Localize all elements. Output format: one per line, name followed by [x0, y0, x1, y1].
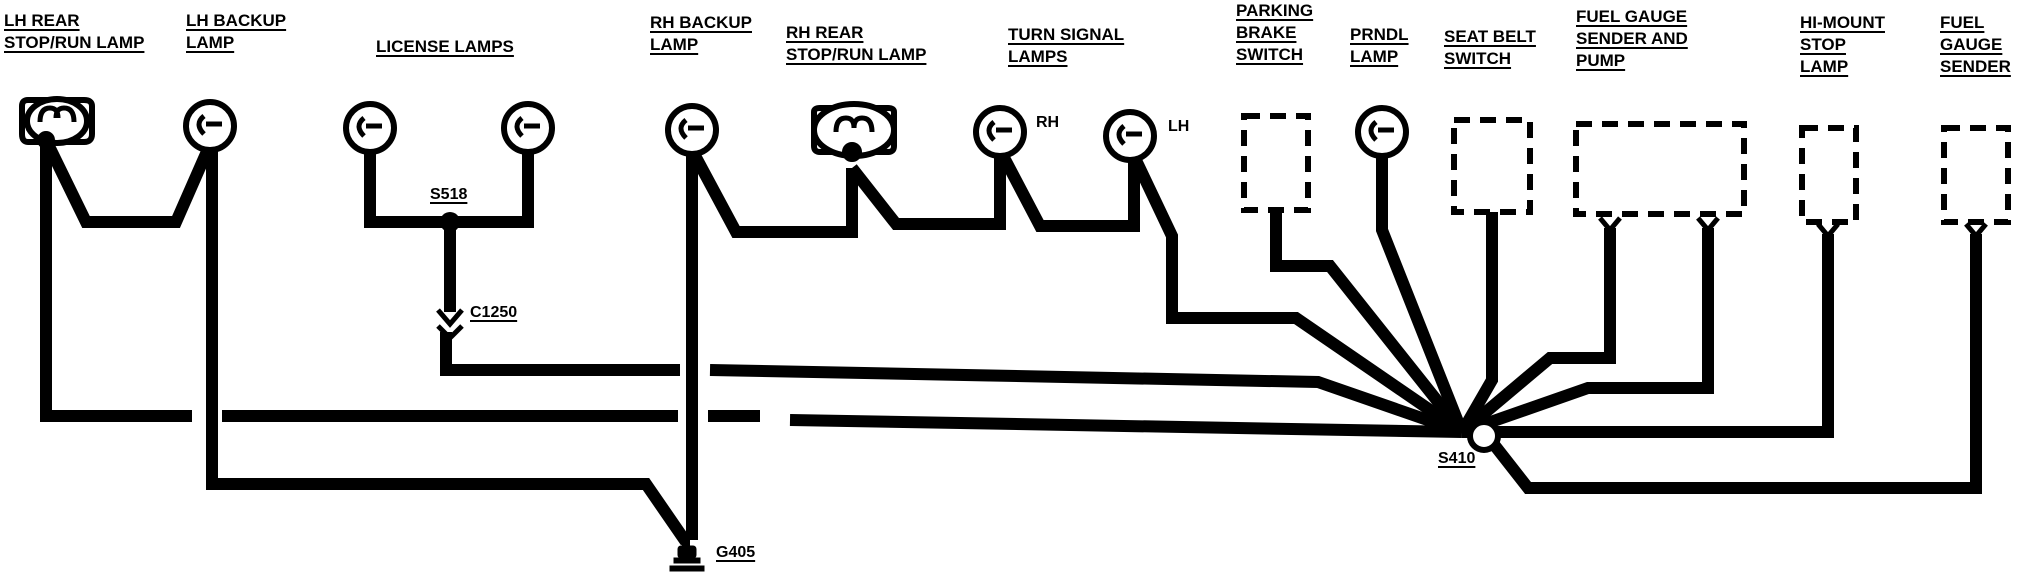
label-line: HI-MOUNT: [1800, 13, 1885, 32]
label-line: LH BACKUP: [186, 11, 287, 30]
lamp-rh-backup: [665, 103, 719, 157]
lamp-turn-signal-lh: [1103, 109, 1157, 163]
lamp-license-right: [501, 101, 555, 155]
label-turn-signal-lamps: TURN SIGNAL LAMPS: [1008, 24, 1124, 68]
splice-s410: [1467, 419, 1501, 453]
ground-g405: [669, 538, 705, 572]
wire-fuel-pump-b-to-s410: [1460, 228, 1714, 438]
wire-lh-backup-ground: [206, 140, 691, 546]
wire-license-lamp-left: [364, 150, 450, 228]
wire-ground-bus-seg4: [789, 414, 1463, 438]
label-line: SEAT BELT: [1444, 27, 1536, 46]
wire-fuel-sender-to-s410: [1487, 234, 1982, 494]
label-parking-brake-switch: PARKING BRAKE SWITCH: [1236, 0, 1313, 66]
wire-rh-backup-to-rh-rear: [686, 147, 858, 238]
label-line: FUEL GAUGE: [1576, 7, 1688, 26]
label-line: STOP: [1800, 35, 1846, 54]
label-line: SENDER: [1940, 57, 2011, 76]
label-line: SWITCH: [1236, 45, 1304, 64]
label-line: LAMP: [1800, 57, 1849, 76]
wire-parking-brake-to-s410: [1270, 212, 1467, 436]
box-fuel-gauge-sender-and-pump: [1573, 121, 1747, 217]
label-line: TURN SIGNAL: [1008, 25, 1125, 44]
label-lh-backup-lamp: LH BACKUP LAMP: [186, 10, 286, 54]
wire-fuel-pump-a-to-s410: [1458, 228, 1616, 437]
label-line: STOP/RUN LAMP: [786, 45, 927, 64]
label-line: RH REAR: [786, 23, 864, 42]
pin-fuel-pump-a: [1598, 216, 1622, 234]
lamp-lh-backup: [183, 99, 237, 153]
label-rh-backup-lamp: RH BACKUP LAMP: [650, 12, 752, 56]
label-fuel-gauge-sender-and-pump: FUEL GAUGE SENDER AND PUMP: [1576, 6, 1688, 72]
wire-lh-rear-to-lh-backup: [40, 137, 218, 228]
box-seat-belt-switch: [1451, 117, 1533, 215]
label-line: FUEL: [1940, 13, 1985, 32]
label-line: LAMP: [650, 35, 699, 54]
label-line: SWITCH: [1444, 49, 1512, 68]
label-line: BRAKE: [1236, 23, 1297, 42]
label-line: PUMP: [1576, 51, 1626, 70]
label-turn-lh: LH: [1168, 118, 1190, 135]
wire-hi-mount-to-s410: [1462, 234, 1834, 438]
wire-turn-rh-to-turn-lh: [994, 147, 1140, 232]
label-line: LICENSE LAMPS: [376, 37, 514, 56]
label-line: LH REAR: [4, 11, 80, 30]
label-ground-g405: G405: [716, 544, 756, 561]
wire-c1250-to-s410: [440, 332, 680, 376]
label-hi-mount-stop-lamp: HI-MOUNT STOP LAMP: [1800, 12, 1885, 78]
label-fuel-gauge-sender: FUEL GAUGE SENDER: [1940, 12, 2011, 78]
pin-fuel-pump-b: [1696, 216, 1720, 234]
lamp-turn-signal-rh: [973, 105, 1027, 159]
box-parking-brake-switch: [1241, 113, 1311, 213]
label-splice-s518: S518: [430, 186, 468, 203]
wire-turn-lh-to-s410: [1128, 153, 1466, 437]
label-splice-s410: S410: [1438, 450, 1476, 467]
label-lh-rear-stop-run-lamp: LH REAR STOP/RUN LAMP: [4, 10, 144, 54]
pin-fuel-sender: [1964, 222, 1988, 240]
label-line: SENDER AND: [1576, 29, 1688, 48]
box-hi-mount-stop-lamp: [1799, 125, 1859, 225]
wire-lh-rear-ground: [40, 140, 192, 422]
box-fuel-gauge-sender: [1941, 125, 2011, 225]
wire-c1250-to-s410-b: [709, 364, 1464, 438]
label-line: PRNDL: [1350, 25, 1409, 44]
label-line: STOP/RUN LAMP: [4, 33, 145, 52]
label-turn-rh: RH: [1036, 114, 1060, 131]
lamp-license-left: [343, 101, 397, 155]
label-line: PARKING: [1236, 1, 1314, 20]
label-line: LAMP: [186, 33, 235, 52]
splice-s518: [440, 212, 460, 232]
pin-hi-mount: [1816, 222, 1840, 240]
label-seat-belt-switch: SEAT BELT SWITCH: [1444, 26, 1536, 70]
label-line: LAMP: [1350, 47, 1399, 66]
label-line: RH BACKUP: [650, 13, 752, 32]
connector-c1250: [436, 308, 464, 342]
label-license-lamps: LICENSE LAMPS: [376, 36, 514, 58]
lamp-prndl: [1355, 105, 1409, 159]
label-line: GAUGE: [1940, 35, 2003, 54]
lamp-rh-rear-stop-run: [811, 101, 897, 162]
wire-seat-belt-to-s410: [1456, 212, 1498, 435]
label-prndl-lamp: PRNDL LAMP: [1350, 24, 1409, 68]
label-line: LAMPS: [1008, 47, 1068, 66]
label-rh-rear-stop-run-lamp: RH REAR STOP/RUN LAMP: [786, 22, 926, 66]
wire-prndl-to-s410: [1376, 150, 1468, 435]
wire-rh-rear-to-turn-rh: [847, 150, 1006, 230]
wire-license-lamp-right: [450, 150, 534, 228]
label-connector-c1250: C1250: [470, 304, 518, 321]
lamp-lh-rear-stop-run: [19, 96, 95, 149]
